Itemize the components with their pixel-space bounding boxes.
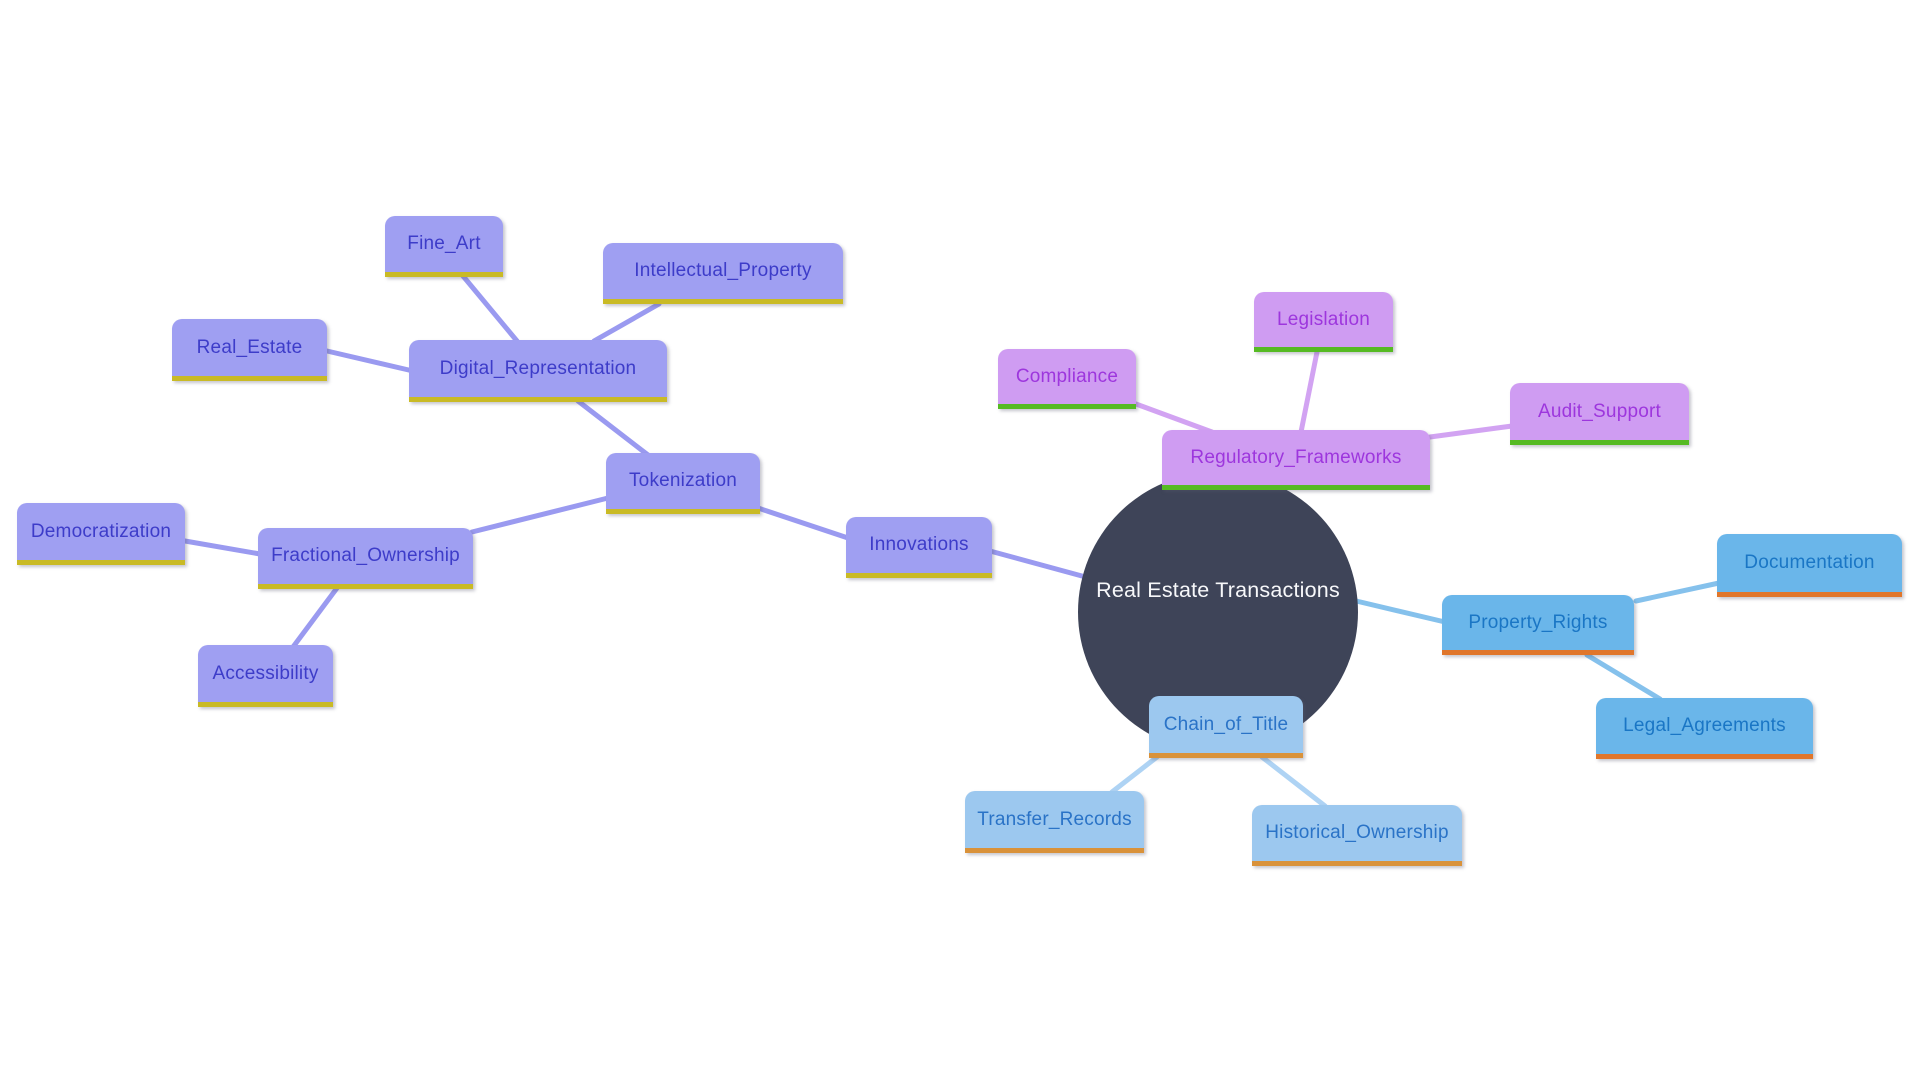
node-underline-chain-of-title: [1149, 753, 1303, 758]
edge-democratization--fractional-ownership: [182, 538, 263, 557]
node-underline-legislation: [1254, 347, 1393, 352]
node-legal-agreements[interactable]: Legal_Agreements: [1596, 698, 1813, 759]
node-fine-art[interactable]: Fine_Art: [385, 216, 503, 277]
node-underline-fine-art: [385, 272, 503, 277]
edge-regulatory-frameworks--audit-support: [1427, 423, 1515, 440]
node-transfer-records[interactable]: Transfer_Records: [965, 791, 1144, 853]
edge-fine-art--digital-representation: [460, 273, 520, 344]
node-regulatory-frameworks[interactable]: Regulatory_Frameworks: [1162, 430, 1430, 490]
node-label-innovations: Innovations: [869, 534, 969, 555]
node-innovations[interactable]: Innovations: [846, 517, 992, 578]
node-property-rights[interactable]: Property_Rights: [1442, 595, 1634, 655]
node-underline-audit-support: [1510, 440, 1689, 445]
node-underline-transfer-records: [965, 848, 1144, 853]
node-underline-property-rights: [1442, 650, 1634, 655]
node-label-property-rights: Property_Rights: [1468, 611, 1608, 633]
node-label-tokenization: Tokenization: [628, 470, 738, 491]
node-label-accessibility: Accessibility: [212, 662, 319, 684]
node-label-democratization: Democratization: [30, 520, 172, 542]
node-underline-fractional-ownership: [258, 584, 473, 589]
node-historical-ownership[interactable]: Historical_Ownership: [1252, 805, 1462, 866]
node-label-historical-ownership: Historical_Ownership: [1265, 822, 1449, 843]
edge-intellectual-property--digital-representation: [591, 301, 662, 344]
node-label-audit-support: Audit_Support: [1537, 400, 1662, 422]
edge-tokenization--innovations: [755, 505, 851, 541]
node-underline-real-estate: [172, 376, 327, 381]
node-underline-regulatory-frameworks: [1162, 485, 1430, 490]
edge-tokenization--fractional-ownership: [469, 495, 611, 535]
node-digital-representation[interactable]: Digital_Representation: [409, 340, 667, 402]
root-label: Real Estate Transactions: [1096, 577, 1340, 602]
node-tokenization[interactable]: Tokenization: [606, 453, 760, 514]
node-label-fine-art: Fine_Art: [407, 233, 481, 254]
edge-compliance--regulatory-frameworks: [1133, 401, 1215, 435]
node-underline-compliance: [998, 404, 1136, 409]
node-label-fractional-ownership: Fractional_Ownership: [271, 545, 460, 566]
node-label-regulatory-frameworks: Regulatory_Frameworks: [1190, 446, 1402, 468]
node-documentation[interactable]: Documentation: [1717, 534, 1902, 597]
node-label-digital-representation: Digital_Representation: [439, 357, 637, 379]
node-underline-innovations: [846, 573, 992, 578]
node-chain-of-title[interactable]: Chain_of_Title: [1149, 696, 1303, 758]
edge-real-estate-transactions--property-rights: [1349, 597, 1448, 625]
edge-legislation--regulatory-frameworks: [1298, 349, 1320, 435]
node-accessibility[interactable]: Accessibility: [198, 645, 333, 707]
node-intellectual-property[interactable]: Intellectual_Property: [603, 243, 843, 304]
edge-property-rights--documentation: [1633, 580, 1722, 604]
node-underline-accessibility: [198, 702, 333, 707]
node-label-intellectual-property: Intellectual_Property: [634, 260, 812, 281]
node-underline-tokenization: [606, 509, 760, 514]
node-underline-digital-representation: [409, 397, 667, 402]
edge-chain-of-title--historical-ownership: [1259, 754, 1328, 809]
node-label-legal-agreements: Legal_Agreements: [1623, 715, 1786, 736]
node-label-transfer-records: Transfer_Records: [977, 808, 1132, 830]
node-underline-intellectual-property: [603, 299, 843, 304]
node-label-compliance: Compliance: [1015, 365, 1119, 387]
node-underline-documentation: [1717, 592, 1902, 597]
node-underline-historical-ownership: [1252, 861, 1462, 866]
edge-real-estate--digital-representation: [324, 348, 416, 374]
edge-property-rights--legal-agreements: [1584, 652, 1663, 702]
node-label-real-estate: Real_Estate: [196, 336, 303, 358]
node-underline-democratization: [17, 560, 185, 565]
node-real-estate[interactable]: Real_Estate: [172, 319, 327, 381]
edge-fractional-ownership--accessibility: [290, 585, 340, 650]
edge-chain-of-title--transfer-records: [1109, 754, 1160, 795]
edge-digital-representation--tokenization: [575, 398, 651, 458]
node-fractional-ownership[interactable]: Fractional_Ownership: [258, 528, 473, 589]
node-legislation[interactable]: Legislation: [1254, 292, 1393, 352]
node-underline-legal-agreements: [1596, 754, 1813, 759]
node-label-documentation: Documentation: [1744, 552, 1875, 573]
node-label-chain-of-title: Chain_of_Title: [1163, 713, 1289, 735]
node-democratization[interactable]: Democratization: [17, 503, 185, 565]
node-compliance[interactable]: Compliance: [998, 349, 1136, 409]
node-label-legislation: Legislation: [1276, 308, 1371, 330]
node-audit-support[interactable]: Audit_Support: [1510, 383, 1689, 445]
